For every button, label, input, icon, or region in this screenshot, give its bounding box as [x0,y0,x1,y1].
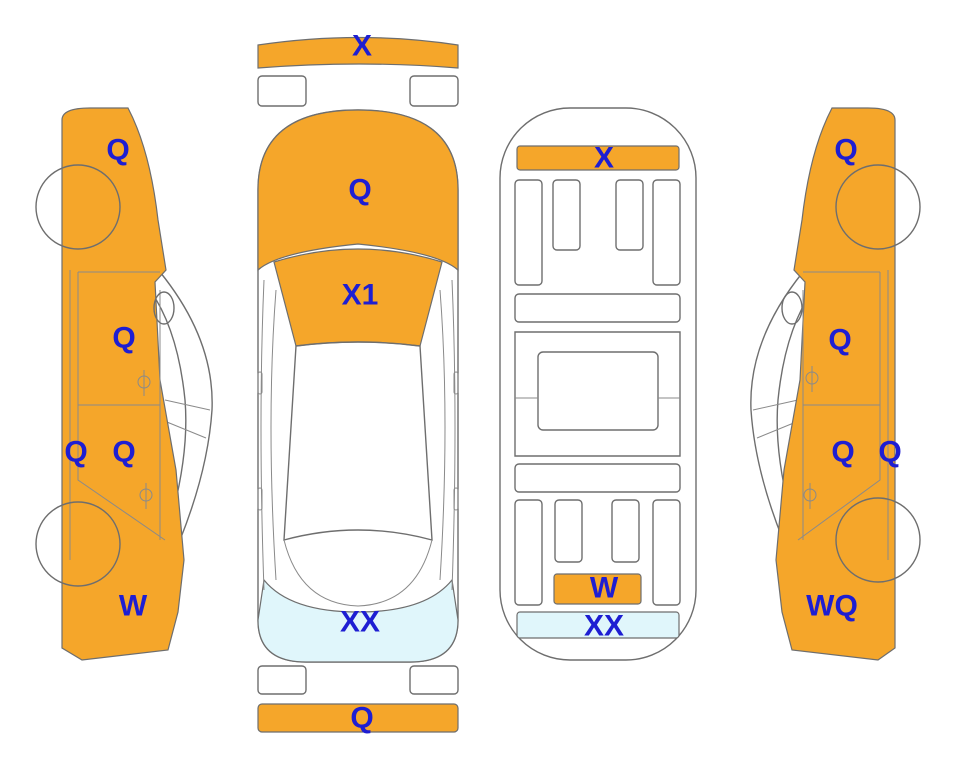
underbody-view: X W XX [499,107,697,661]
right-front-fender-label: Q [834,134,857,167]
front-bumper-panel[interactable] [257,36,459,69]
underbody-rear-xx-panel[interactable] [516,611,680,639]
right-rear-door-label: Q [831,436,854,469]
top-roof [283,341,433,541]
underbody-front-panel[interactable] [516,145,680,171]
right-body-panel[interactable] [775,107,896,661]
right-side-view: Q Q Q Q WQ [750,107,921,661]
rear-bumper-panel[interactable] [257,703,459,733]
right-quarter-label: WQ [806,590,858,623]
underbody-rear-xx-label: XX [584,610,624,643]
left-rear-wheel [35,501,121,587]
rear-left-light [257,665,307,695]
right-rear-wheel [835,497,921,583]
left-rocker-label: Q [64,436,87,469]
right-mirror [781,291,803,325]
underbody-outline [499,107,697,661]
underbody-rear-w-panel[interactable] [553,573,642,605]
top-view-car: Q X1 XX [257,109,459,663]
top-hood-label: Q [348,174,371,207]
left-front-wheel [35,164,121,250]
top-rear-window-label: XX [340,606,380,639]
front-left-light [257,75,307,107]
left-body-panel[interactable] [61,107,185,661]
right-front-door-label: Q [828,324,851,357]
left-mirror [153,291,175,325]
right-front-wheel [835,164,921,250]
front-right-light [409,75,459,107]
right-rocker-label: Q [878,436,901,469]
top-rear-window-panel[interactable] [257,578,459,663]
rear-bumper-label: Q [350,702,373,735]
rear-right-light [409,665,459,695]
left-front-fender-label: Q [106,134,129,167]
left-side-view: Q Q Q Q W [35,107,213,661]
top-hood-panel[interactable] [257,109,459,272]
left-front-door-label: Q [112,322,135,355]
left-quarter-label: W [119,590,148,623]
top-windshield-label: X1 [342,279,379,312]
front-bumper-label: X [352,30,372,63]
left-rear-door-label: Q [112,436,135,469]
underbody-front-label: X [594,142,614,175]
underbody-rear-w-label: W [590,572,619,605]
